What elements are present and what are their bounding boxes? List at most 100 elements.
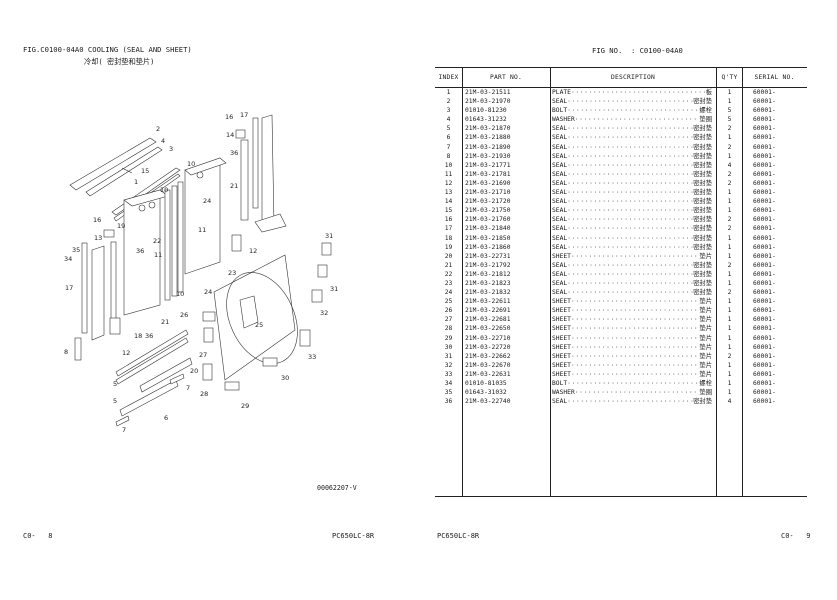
row-description: SEAL····································… (550, 197, 717, 207)
description-chinese: 密封垫 (693, 216, 712, 224)
row-part-number: 21M-03-21781 (462, 169, 551, 179)
description-english: SEAL (552, 189, 568, 197)
row-serial-number: 60001- (742, 206, 807, 216)
row-part-number: 21M-03-21890 (462, 142, 551, 152)
row-part-number: 21M-03-22720 (462, 342, 551, 352)
row-serial-number: 60001- (742, 324, 807, 334)
row-description: SHEET···································… (550, 297, 717, 307)
description-english: SEAL (552, 170, 568, 178)
row-description: SEAL····································… (550, 242, 717, 252)
row-index: 3 (446, 107, 451, 115)
row-part-number: 01010-81230 (462, 106, 551, 116)
callout: 18 (134, 332, 142, 340)
callout: 31 (325, 232, 333, 240)
row-index: 22 (444, 270, 453, 278)
description-chinese: 密封垫 (693, 161, 712, 169)
callout: 27 (199, 351, 207, 359)
column-header-index: INDEX (435, 67, 463, 88)
row-quantity: 2 (716, 169, 743, 179)
row-quantity: 1 (716, 333, 743, 343)
figure-number: FIG NO. : C0100-04A0 (592, 46, 683, 55)
row-description: SEAL····································… (550, 215, 717, 225)
row-part-number: 21M-03-22710 (462, 333, 551, 343)
leader-dots: ········································… (567, 189, 693, 197)
leader-dots: ········································… (570, 334, 700, 342)
description-english: BOLT (552, 107, 568, 115)
leader-dots: ········································… (567, 270, 693, 278)
row-quantity: 1 (716, 315, 743, 325)
column-header-qty: Q'TY (716, 67, 743, 88)
leader-dots: ········································… (567, 380, 699, 387)
row-part-number: 21M-03-21511 (462, 87, 551, 98)
description-english: SEAL (552, 234, 568, 242)
description-chinese: 密封垫 (693, 279, 712, 287)
leader-dots: ········································… (574, 389, 700, 397)
row-serial-number: 60001- (742, 87, 807, 98)
description-chinese: 板 (705, 89, 712, 96)
description-english: PLATE (552, 89, 571, 96)
row-serial-number: 60001- (742, 333, 807, 343)
row-index: 28 (444, 325, 453, 333)
plate-part (69, 137, 163, 197)
description-chinese: 密封垫 (693, 234, 712, 242)
callout: 22 (153, 237, 161, 245)
row-description: SEAL····································… (550, 178, 717, 189)
description-english: SHEET (552, 343, 571, 351)
row-part-number: 21M-03-21870 (462, 124, 551, 134)
row-serial-number: 60001- (742, 278, 807, 289)
description-english: SHEET (552, 298, 571, 306)
row-part-number: 21M-03-22731 (462, 251, 551, 261)
row-description: SEAL····································… (550, 142, 717, 152)
callout: 31 (330, 285, 338, 293)
table-blank-space (435, 406, 807, 497)
row-description: SEAL····································… (550, 124, 717, 134)
row-description: SHEET···································… (550, 333, 717, 343)
row-description: SHEET···································… (550, 351, 717, 361)
row-quantity: 1 (716, 324, 743, 334)
row-serial-number: 60001- (742, 106, 807, 116)
callout: 8 (64, 348, 68, 356)
description-english: SHEET (552, 307, 571, 315)
description-english: WASHER (552, 116, 575, 124)
callout: 12 (249, 247, 257, 255)
leader-dots: ········································… (570, 370, 700, 378)
row-serial-number: 60001- (742, 233, 807, 243)
row-index: 27 (444, 316, 453, 324)
row-serial-number: 60001- (742, 306, 807, 316)
description-english: SEAL (552, 398, 568, 406)
callout: 36 (145, 332, 153, 340)
callout: 11 (154, 251, 162, 259)
callout: 33 (308, 353, 316, 361)
callout: 17 (65, 284, 73, 292)
description-english: SHEET (552, 352, 571, 360)
row-description: SEAL····································… (550, 288, 717, 298)
callout: 21 (161, 318, 169, 326)
row-index: 6 (446, 134, 451, 142)
description-english: SEAL (552, 98, 568, 106)
callout: 13 (94, 234, 102, 242)
description-english: SEAL (552, 225, 568, 233)
leader-dots: ········································… (570, 307, 700, 315)
leader-dots: ········································… (567, 216, 693, 224)
description-english: SHEET (552, 370, 571, 378)
bottom-seals (115, 329, 193, 427)
description-english: BOLT (552, 380, 568, 387)
row-quantity: 5 (716, 115, 743, 125)
left-bracket (74, 241, 117, 361)
row-serial-number: 60001- (742, 260, 807, 270)
row-index: 10 (444, 161, 453, 169)
row-serial-number: 60001- (742, 251, 807, 261)
row-part-number: 21M-03-21880 (462, 133, 551, 143)
